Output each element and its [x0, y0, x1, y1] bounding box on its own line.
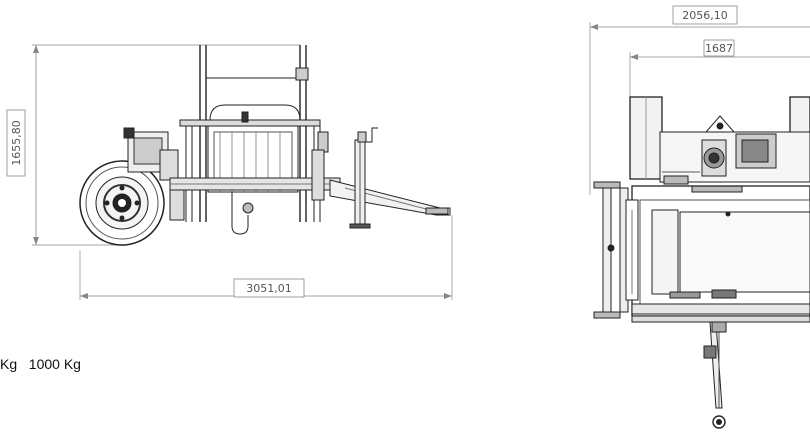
side-view-drawing — [32, 44, 453, 300]
height-dimension-box — [6, 109, 26, 177]
height-dimension-label: 1655,80 — [10, 120, 23, 166]
overall-width-dimension-box — [672, 5, 738, 25]
overall-width-dimension-label: 2056,10 — [682, 9, 728, 22]
weight-caption: Kg 1000 Kg — [0, 356, 81, 372]
length-dimension-box — [233, 278, 305, 298]
track-width-dimension-box — [703, 39, 735, 57]
track-width-dimension-label: 1687 — [705, 42, 733, 55]
length-dimension-label: 3051,01 — [246, 282, 292, 295]
top-view-drawing — [589, 22, 810, 429]
